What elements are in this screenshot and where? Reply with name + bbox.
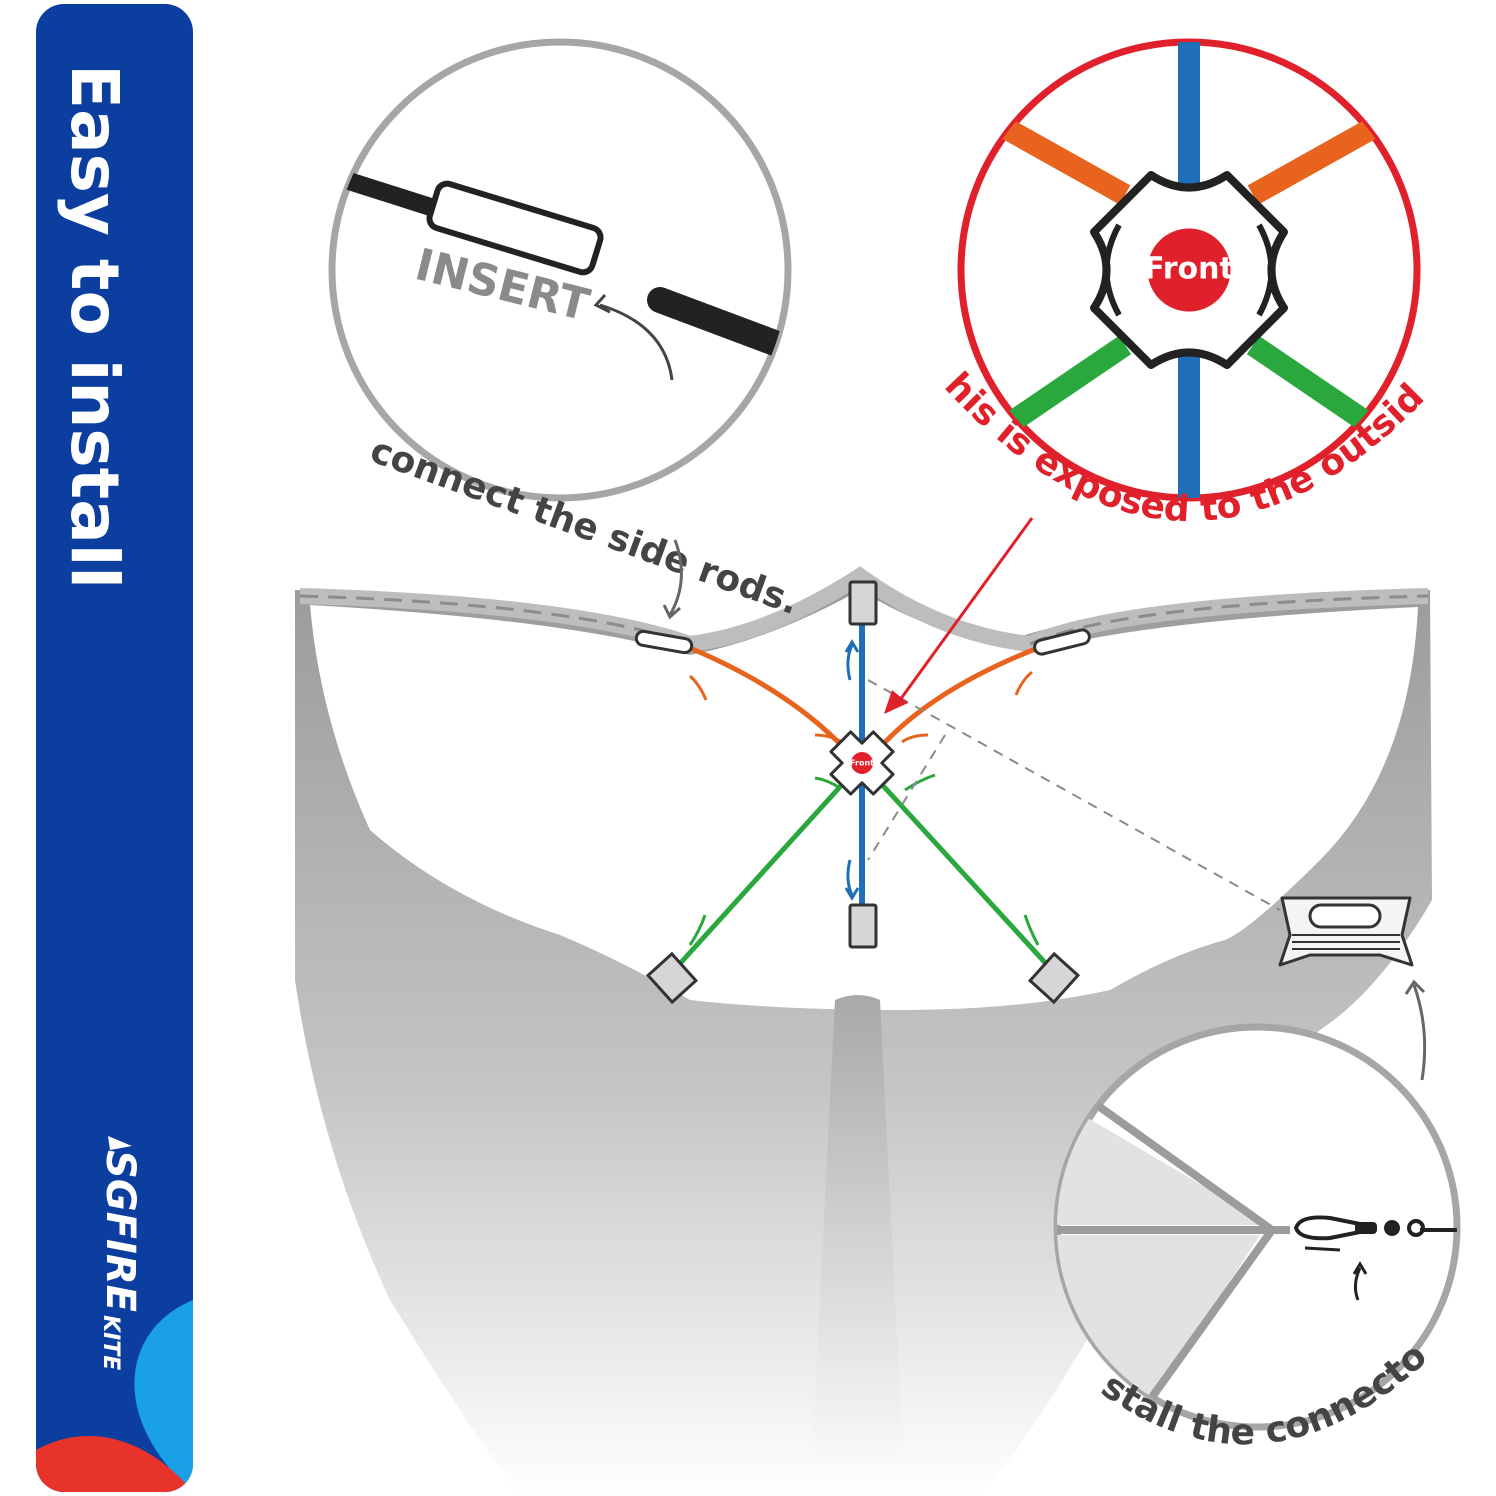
hub-connector: Front xyxy=(829,730,895,796)
hub-badge xyxy=(851,752,873,774)
arrow-icon xyxy=(688,674,708,701)
bridle-line xyxy=(1146,1227,1276,1403)
banner-background xyxy=(36,4,193,1492)
arrow-icon xyxy=(884,690,908,714)
callout-circle xyxy=(328,38,792,502)
kite-tail xyxy=(810,995,905,1496)
arrow-icon xyxy=(668,539,683,616)
connector-piece-icon xyxy=(1278,896,1414,967)
arrow-icon xyxy=(901,733,929,744)
sleeve-left xyxy=(634,629,694,655)
side-banner: Easy to install SGFIRE KITE xyxy=(36,4,193,1492)
front-badge-label: Front xyxy=(1144,252,1234,287)
end-cap-lower-left xyxy=(645,951,699,1005)
rod-sleeve xyxy=(426,180,604,276)
arrow-icon xyxy=(904,773,936,792)
zoom-lower-left-rod xyxy=(993,335,1132,440)
leading-edge-stitch xyxy=(299,594,1429,646)
arrow-icon xyxy=(688,914,707,946)
arrow-icon xyxy=(844,639,860,653)
rod-insert-piece xyxy=(647,287,788,358)
hub-badge-label: Front xyxy=(850,759,874,768)
end-cap-top xyxy=(848,580,878,626)
guide-line xyxy=(867,734,946,861)
arrow-icon xyxy=(898,517,1034,701)
banner-wave-blue xyxy=(134,1300,193,1492)
zoom-hub-detail xyxy=(1103,223,1122,317)
arrow-icon xyxy=(814,776,841,790)
callout-front: Front xyxy=(957,38,1421,502)
zoom-upper-right-rod xyxy=(1247,115,1384,205)
arrow-icon xyxy=(846,859,854,896)
arrow-icon xyxy=(1014,670,1033,696)
guide-lines xyxy=(867,679,1281,911)
arrow-icon xyxy=(662,604,682,620)
zoom-lower-right-rod xyxy=(1246,335,1385,440)
brand-sub: KITE xyxy=(98,1315,123,1370)
brand-name: SGFIRE xyxy=(97,1150,143,1312)
arrow-icon xyxy=(1352,1261,1368,1275)
guide-line xyxy=(867,679,1281,911)
front-badge xyxy=(1142,223,1236,317)
arrow-icon xyxy=(593,293,611,314)
lower-right-rod xyxy=(874,776,1052,970)
swivel-clip-icon xyxy=(1293,1215,1425,1252)
zoom-upper-left-rod xyxy=(994,115,1131,205)
end-cap-lower-right xyxy=(1027,951,1081,1005)
arrow-icon xyxy=(846,644,854,681)
logo-icon xyxy=(108,1136,132,1150)
banner-wave-red xyxy=(36,1435,193,1492)
arrow-icon xyxy=(1404,979,1426,995)
banner-title: Easy to install xyxy=(56,64,133,589)
arrow-icon xyxy=(1353,1267,1362,1301)
callout-side-rods: INSERT xyxy=(328,38,792,502)
arrow-icon xyxy=(1412,984,1427,1081)
upper-right-rod xyxy=(874,645,1039,754)
lower-left-rod xyxy=(674,776,850,970)
arrow-icon xyxy=(599,303,674,381)
arrow-icon xyxy=(1023,914,1040,946)
bridle-line xyxy=(1087,1096,1275,1234)
end-cap-bottom xyxy=(848,903,878,949)
arrow-icon xyxy=(844,887,860,901)
sleeve-right xyxy=(1033,628,1091,656)
zoom-hub-detail xyxy=(1256,223,1275,317)
direction-arrows xyxy=(688,639,1040,946)
